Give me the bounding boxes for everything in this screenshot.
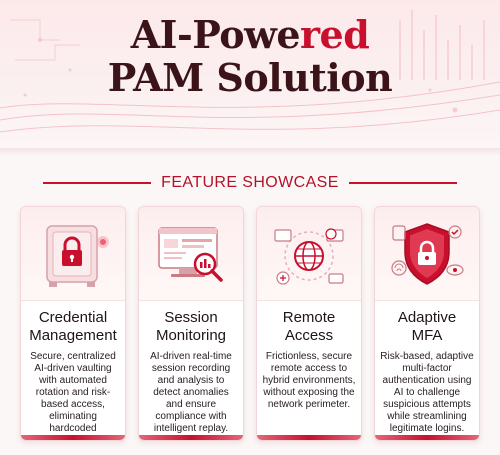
monitor-magnifier-icon bbox=[158, 226, 223, 282]
card-illustration bbox=[139, 207, 243, 301]
card-title: Credential Management bbox=[21, 309, 125, 345]
section-heading: FEATURE SHOWCASE bbox=[0, 173, 500, 193]
card-title: Remote Access bbox=[257, 309, 361, 345]
title-line-2: PAM Solution bbox=[107, 54, 393, 100]
feature-card-credential-management: Credential Management Secure, centralize… bbox=[20, 206, 126, 441]
hero-divider bbox=[0, 148, 500, 156]
hero-title: AI-Powered PAM Solution bbox=[0, 12, 500, 100]
circuit-background-decoration bbox=[0, 10, 500, 133]
card-title-line-2: Management bbox=[29, 327, 117, 344]
card-description: AI-driven real-time session recording an… bbox=[150, 351, 232, 434]
feature-cards: Credential Management Secure, centralize… bbox=[20, 206, 480, 441]
hero-banner: AI-Powered PAM Solution bbox=[0, 0, 500, 148]
card-accent-bar bbox=[375, 435, 479, 440]
card-description: Frictionless, secure remote access to hy… bbox=[262, 351, 356, 410]
card-title-line-1: Remote bbox=[282, 309, 336, 326]
card-title-line-1: Credential bbox=[38, 309, 108, 326]
title-line-1: AI-Powered bbox=[0, 12, 500, 57]
card-title-line-2: Access bbox=[284, 327, 334, 344]
card-title-line-2: MFA bbox=[411, 327, 443, 344]
card-title-line-1: Session bbox=[164, 309, 218, 326]
safe-lock-icon bbox=[46, 224, 109, 287]
heading-rule-right bbox=[348, 182, 457, 184]
card-description: Risk-based, adaptive multi-factor authen… bbox=[380, 351, 474, 434]
shield-fingerprint-icon bbox=[391, 222, 464, 285]
feature-card-adaptive-mfa: Adaptive MFA Risk-based, adaptive multi-… bbox=[374, 206, 480, 441]
card-title: Session Monitoring bbox=[139, 309, 243, 345]
feature-card-remote-access: Remote Access Frictionless, secure remot… bbox=[256, 206, 362, 441]
globe-network-icon bbox=[274, 227, 344, 285]
card-illustration bbox=[375, 207, 479, 301]
card-title: Adaptive MFA bbox=[375, 309, 479, 345]
card-title-line-2: Monitoring bbox=[155, 327, 227, 344]
card-accent-bar bbox=[257, 435, 361, 440]
card-illustration bbox=[21, 207, 125, 301]
section-heading-text: FEATURE SHOWCASE bbox=[161, 174, 339, 191]
card-title-line-1: Adaptive bbox=[397, 309, 457, 326]
card-accent-bar bbox=[21, 435, 125, 440]
feature-card-session-monitoring: Session Monitoring AI-driven real-time s… bbox=[138, 206, 244, 441]
heading-rule-left bbox=[43, 182, 152, 184]
title-part-1: AI-Powe bbox=[130, 12, 301, 57]
title-accent: red bbox=[300, 12, 370, 57]
card-description: Secure, centralized AI-driven vaulting w… bbox=[30, 351, 116, 440]
card-accent-bar bbox=[139, 435, 243, 440]
card-illustration bbox=[257, 207, 361, 301]
